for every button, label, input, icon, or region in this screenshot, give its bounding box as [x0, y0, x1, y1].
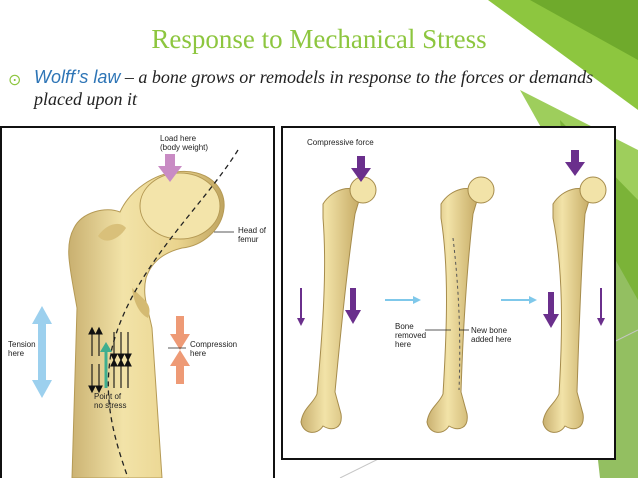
remodeling-dashed-line [452, 237, 461, 391]
flow-arrow-1-icon [385, 296, 421, 304]
stress-line [107, 149, 239, 478]
down-arrow-thin-1-icon [297, 288, 305, 326]
femur-shape [68, 170, 225, 478]
bone-remodeling-figure: Compressive force Bone removed here New … [281, 126, 616, 460]
femur-bone-1 [300, 176, 377, 433]
bullet-text: Wolff’s law – a bone grows or remodels i… [34, 66, 594, 110]
flow-arrow-2-icon [501, 296, 537, 304]
compression-label: Compression here [190, 340, 238, 358]
load-label: Load here (body weight) [160, 134, 209, 152]
definition-text: – a bone grows or remodels in response t… [34, 67, 594, 109]
femoral-head [139, 172, 221, 240]
compression-arrow-up-icon [170, 350, 190, 366]
femur-stress-figure: Load here (body weight) Head of femur Te… [0, 126, 275, 478]
compressive-force-label: Compressive force [307, 138, 374, 147]
corner-decoration-top-dark [530, 0, 638, 60]
tension-label: Tension here [8, 340, 36, 358]
lesser-trochanter [132, 288, 150, 318]
tension-arrow-down-icon [32, 380, 52, 398]
bone-removed-label: Bone removed here [395, 322, 427, 349]
compressive-force-arrow-3-icon [565, 150, 585, 176]
load-arrow-icon [158, 166, 182, 182]
femur-illustration [32, 149, 239, 478]
slide-title: Response to Mechanical Stress [151, 24, 487, 54]
head-of-femur-label: Head of femur [238, 226, 267, 244]
femur-bone-2 [426, 176, 495, 433]
term-wolffs-law: Wolff’s law [34, 67, 121, 87]
circle-dot-bullet-icon: ⊙ [8, 72, 22, 89]
stress-arrows-group [88, 326, 132, 394]
greater-trochanter [98, 223, 126, 241]
compression-arrow-down-icon [170, 334, 190, 350]
down-arrow-thick-3-icon [543, 292, 559, 328]
down-arrow-thick-1-icon [345, 288, 361, 324]
down-arrow-thin-3-icon [597, 288, 605, 326]
compressive-force-arrow-1-icon [351, 156, 371, 182]
no-stress-arrow-icon [100, 342, 112, 352]
tension-arrow-up-icon [32, 306, 52, 324]
no-stress-label: Point of no stress [94, 392, 127, 410]
new-bone-label: New bone added here [471, 326, 512, 344]
femur-bone-3 [542, 176, 607, 433]
remodeling-illustration [297, 150, 607, 433]
